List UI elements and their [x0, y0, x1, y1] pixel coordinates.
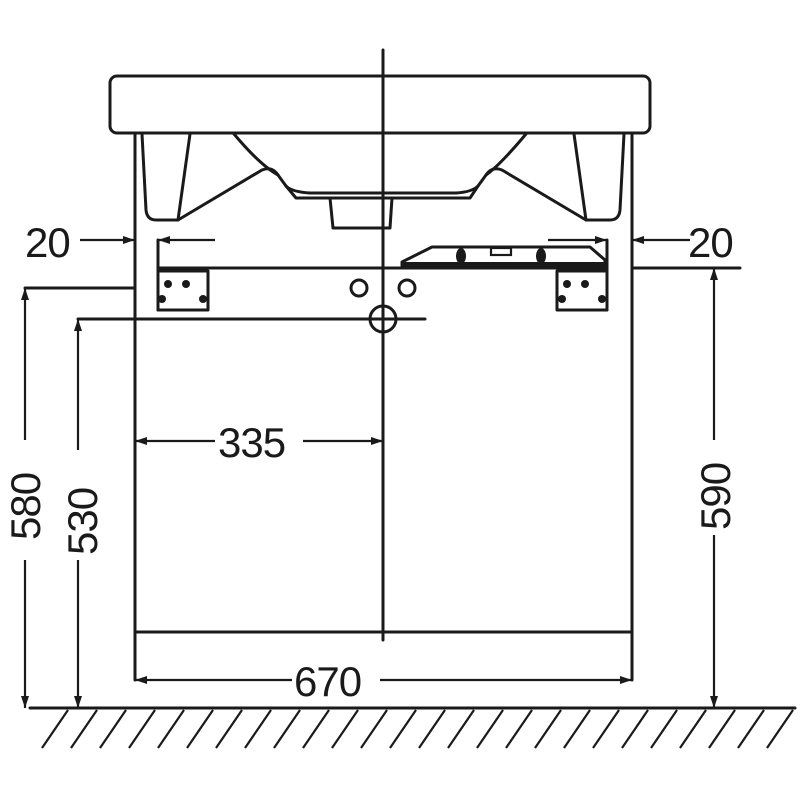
dim-half-width: 335 [218, 419, 285, 466]
dim-height-590: 590 [692, 463, 739, 530]
basin-slab [108, 74, 652, 135]
hatch-line [128, 709, 156, 749]
hatch-line [273, 709, 301, 749]
hatch-line [244, 709, 272, 749]
floor-hatching [41, 709, 794, 749]
hatch-line [534, 709, 562, 749]
hatch-line [476, 709, 504, 749]
dim-side-gap-right: 20 [688, 219, 733, 266]
hatch-line [99, 709, 127, 749]
hatch-line [592, 709, 620, 749]
hatch-line [331, 709, 359, 749]
hatch-line [737, 709, 765, 749]
dim-total-width: 670 [294, 658, 361, 705]
hatch-line [215, 709, 243, 749]
hatch-line [505, 709, 533, 749]
hatch-line [650, 709, 678, 749]
hatch-line [563, 709, 591, 749]
hatch-line [302, 709, 330, 749]
hatch-line [70, 709, 98, 749]
hatch-line [360, 709, 388, 749]
pipe-hole-right [397, 278, 417, 298]
hatch-line [708, 709, 736, 749]
bracket-right [555, 269, 609, 312]
hatch-line [41, 709, 69, 749]
hatch-line [389, 709, 417, 749]
hatch-line [186, 709, 214, 749]
hatch-line [157, 709, 185, 749]
dim-side-gap-left: 20 [25, 219, 70, 266]
hatch-line [418, 709, 446, 749]
dim-height-530: 530 [59, 488, 106, 555]
hatch-line [621, 709, 649, 749]
pipe-hole-left [349, 278, 369, 298]
hatch-line [679, 709, 707, 749]
dim-height-580: 580 [2, 473, 49, 540]
wall-rail [400, 245, 607, 268]
hatch-line [766, 709, 794, 749]
bracket-left [156, 269, 210, 312]
hatch-line [447, 709, 475, 749]
